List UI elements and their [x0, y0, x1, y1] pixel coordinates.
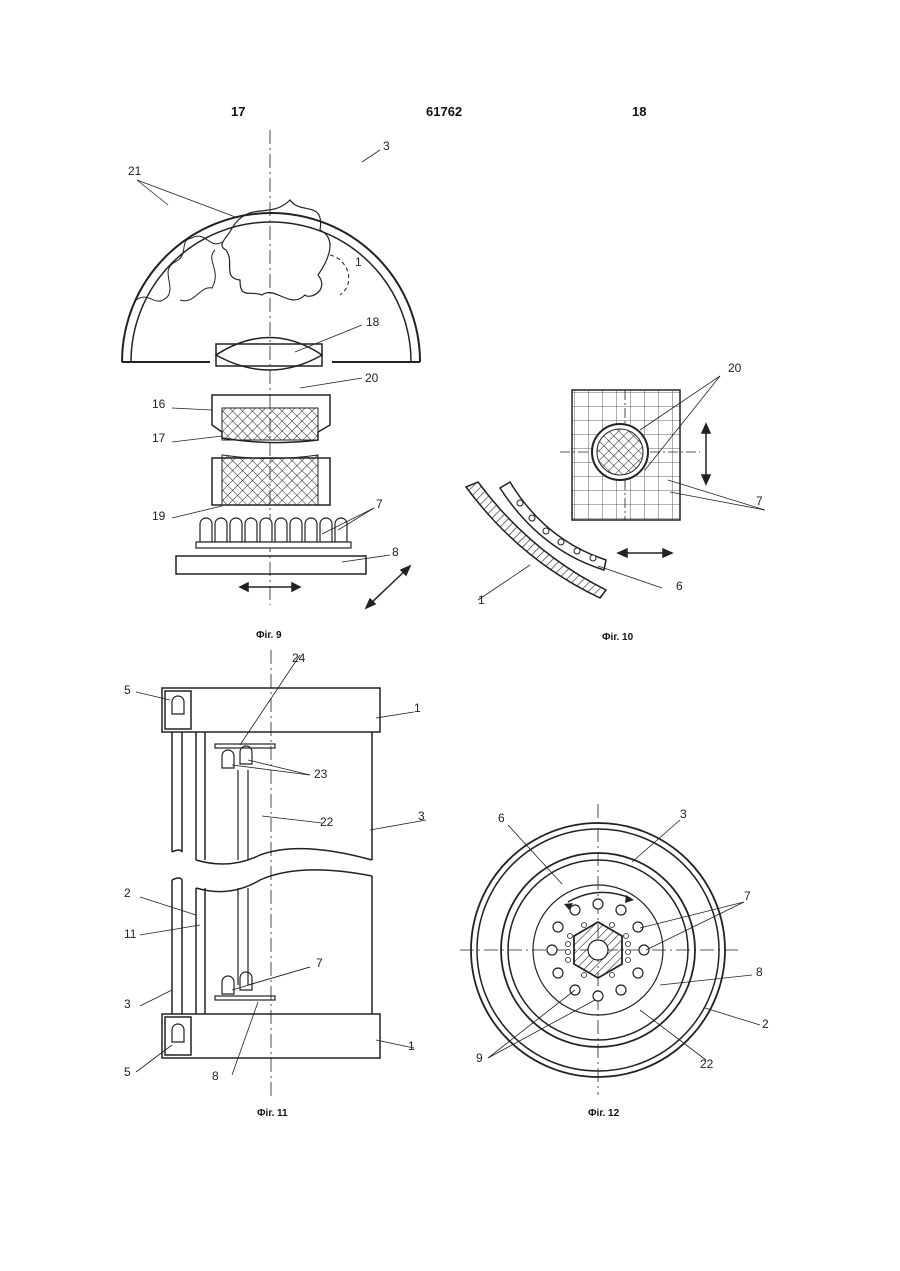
fig12-label-2: 2: [762, 1017, 769, 1031]
fig11-label-8: 8: [212, 1069, 219, 1083]
fig12-label-22: 22: [700, 1057, 714, 1071]
fig10-label-20: 20: [728, 361, 742, 375]
fig11-label-7: 7: [316, 956, 323, 970]
led-row: [196, 518, 351, 548]
fig9-label-7: 7: [376, 497, 383, 511]
dome-inner: [131, 222, 411, 362]
figure-9: 3 21 1 18 20 16 17 19 7 8: [122, 130, 420, 608]
fig11-label-11: 11: [124, 927, 137, 941]
fig11-label-5-top: 5: [124, 683, 131, 697]
fig11-label-1-bottom: 1: [408, 1039, 415, 1053]
fig12-label-3: 3: [680, 807, 687, 821]
fig10-label-6: 6: [676, 579, 683, 593]
fig12-label-6: 6: [498, 811, 505, 825]
figure-11: 24 5 1 23 22 3 2 11 3 7 5 8 1: [124, 650, 426, 1098]
fig9-label-8: 8: [392, 545, 399, 559]
fig11-label-3-right: 3: [418, 809, 425, 823]
fig11-label-2: 2: [124, 886, 131, 900]
fig11-label-23: 23: [314, 767, 328, 781]
fig11-label-1-top: 1: [414, 701, 421, 715]
fig12-label-7: 7: [744, 889, 751, 903]
fig11-label-5-bottom: 5: [124, 1065, 131, 1079]
figure-12: 6 3 7 8 2 9 22: [460, 804, 769, 1095]
fig10-label-7: 7: [756, 494, 763, 508]
fig12-label-8: 8: [756, 965, 763, 979]
fig9-label-17: 17: [152, 431, 166, 445]
image-blob: [222, 200, 330, 300]
fig9-label-3: 3: [383, 139, 390, 153]
fig11-label-24: 24: [292, 651, 306, 665]
fig9-label-16: 16: [152, 397, 166, 411]
base-plate: [176, 556, 366, 574]
fig9-label-1: 1: [355, 255, 362, 269]
fig9-label-21: 21: [128, 164, 142, 178]
fig9-label-19: 19: [152, 509, 166, 523]
fig11-label-22: 22: [320, 815, 334, 829]
dome-outer: [122, 213, 420, 362]
fig9-label-18: 18: [366, 315, 380, 329]
fig11-label-3-left: 3: [124, 997, 131, 1011]
fig9-label-20: 20: [365, 371, 379, 385]
fig12-label-9: 9: [476, 1051, 483, 1065]
figure-10: 20 7 1 6: [466, 361, 765, 607]
fig10-label-1: 1: [478, 593, 485, 607]
